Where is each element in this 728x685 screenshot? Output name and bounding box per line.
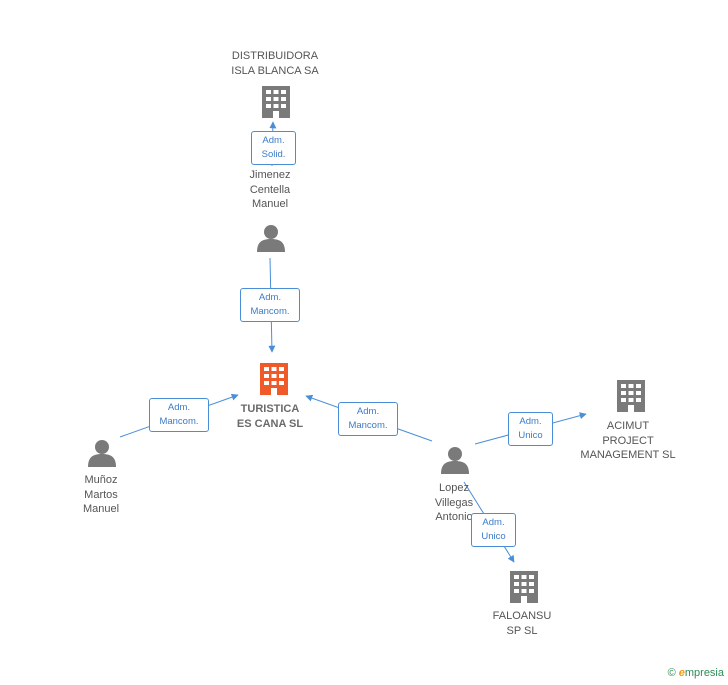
relation-label-line: Unico [518, 430, 543, 441]
node-label-line: Martos [84, 488, 118, 501]
brand-logo-initial: e [678, 667, 685, 679]
node-label-line: ACIMUT [606, 420, 650, 432]
relation-badge-lopez-turistica[interactable]: Adm. Mancom. [338, 402, 398, 436]
node-turistica[interactable]: TURISTICA ES CANA SL [237, 402, 303, 431]
relation-badge-jimenez-distribuidora[interactable]: Adm. Solid. [251, 131, 296, 165]
relation-label-line: Unico [481, 531, 506, 542]
relation-label-line: Adm. [258, 292, 282, 303]
relation-badge-jimenez-turistica[interactable]: Adm. Mancom. [240, 288, 300, 322]
node-label-line: TURISTICA [240, 403, 300, 415]
node-label-line: Jimenez [249, 169, 291, 181]
brand-footer[interactable]: © empresia [668, 667, 724, 679]
brand-logo-text: mpresia [684, 667, 724, 679]
relation-label-line: Adm. [262, 135, 285, 146]
relation-label-line: Mancom. [159, 416, 199, 427]
relation-label-line: Solid. [261, 149, 286, 160]
building-icon [617, 380, 645, 412]
node-label-line: Antonio [435, 511, 473, 523]
person-icon [88, 440, 116, 467]
relation-label-line: Mancom. [250, 306, 290, 317]
node-lopez[interactable]: Lopez Villegas Antonio [435, 481, 473, 525]
building-icon [260, 363, 288, 395]
copyright-icon: © [667, 667, 676, 679]
building-icon [510, 571, 538, 603]
node-label-line: DISTRIBUIDORA [231, 50, 319, 62]
building-icon [262, 86, 290, 118]
node-jimenez[interactable]: Jimenez Centella Manuel [250, 168, 291, 212]
person-icon [441, 447, 469, 474]
node-label-line: ISLA BLANCA SA [231, 64, 319, 77]
node-label-line: Villegas [434, 496, 474, 509]
node-label-line: Centella [249, 183, 291, 196]
relation-label-line: Mancom. [348, 420, 388, 431]
relation-label-line: Adm. [482, 517, 505, 528]
relation-badge-munoz-turistica[interactable]: Adm. Mancom. [149, 398, 209, 432]
relation-badge-lopez-faloansu[interactable]: Adm. Unico [471, 513, 516, 547]
node-label-line: MANAGEMENT SL [580, 449, 676, 461]
node-label-line: Manuel [82, 503, 120, 515]
node-label-line: Lopez [439, 482, 469, 494]
node-acimut[interactable]: ACIMUT PROJECT MANAGEMENT SL [580, 419, 675, 463]
node-label-line: SP SL [506, 624, 538, 637]
node-label-line: ES CANA SL [236, 417, 304, 430]
relation-badge-lopez-acimut[interactable]: Adm. Unico [508, 412, 553, 446]
node-distribuidora[interactable]: DISTRIBUIDORA ISLA BLANCA SA [231, 49, 318, 78]
node-label-line: FALOANSU [492, 610, 552, 622]
relation-label-line: Adm. [167, 402, 191, 413]
relation-label-line: Adm. [356, 406, 380, 417]
node-label-line: PROJECT [602, 434, 654, 447]
relation-label-line: Adm. [519, 416, 542, 427]
node-label-line: Muñoz [84, 474, 118, 486]
node-faloansu[interactable]: FALOANSU SP SL [493, 609, 552, 638]
node-munoz[interactable]: Muñoz Martos Manuel [83, 473, 119, 517]
person-icon [257, 225, 285, 252]
node-label-line: Manuel [251, 198, 289, 210]
